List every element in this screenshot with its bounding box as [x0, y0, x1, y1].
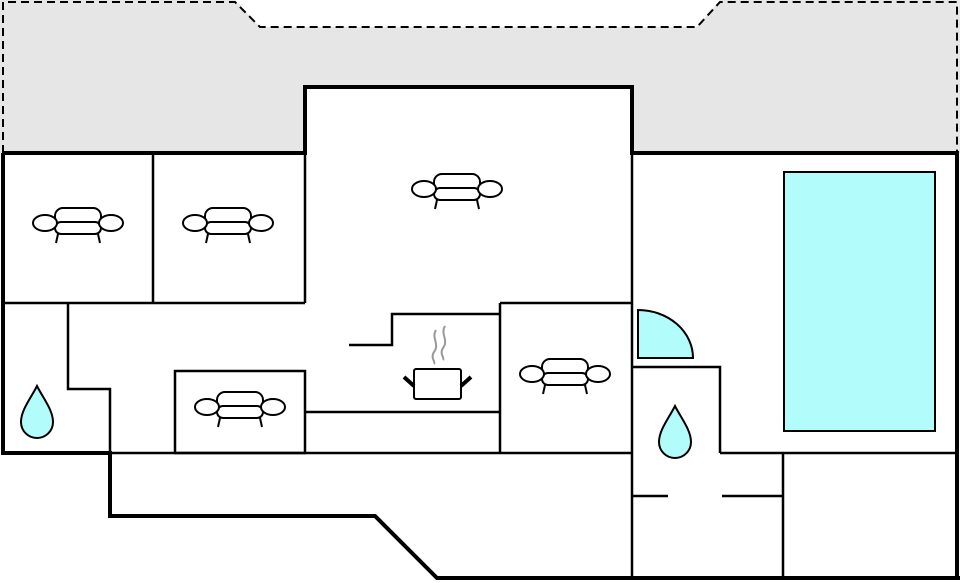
cooking-pot-icon — [402, 325, 473, 400]
water-drop-icon — [658, 405, 692, 459]
sofa-icon — [182, 207, 274, 244]
exterior-terrace — [0, 0, 960, 153]
water-drop-icon — [20, 385, 54, 439]
sofa-icon — [411, 173, 503, 210]
inner-walls — [3, 153, 957, 578]
sofa-icon — [194, 391, 286, 428]
terrace-boundary — [2, 1, 958, 153]
pool-area — [783, 171, 936, 432]
door-swing-icon — [637, 308, 695, 359]
sofa-icon — [519, 358, 611, 395]
sofa-icon — [32, 207, 124, 244]
